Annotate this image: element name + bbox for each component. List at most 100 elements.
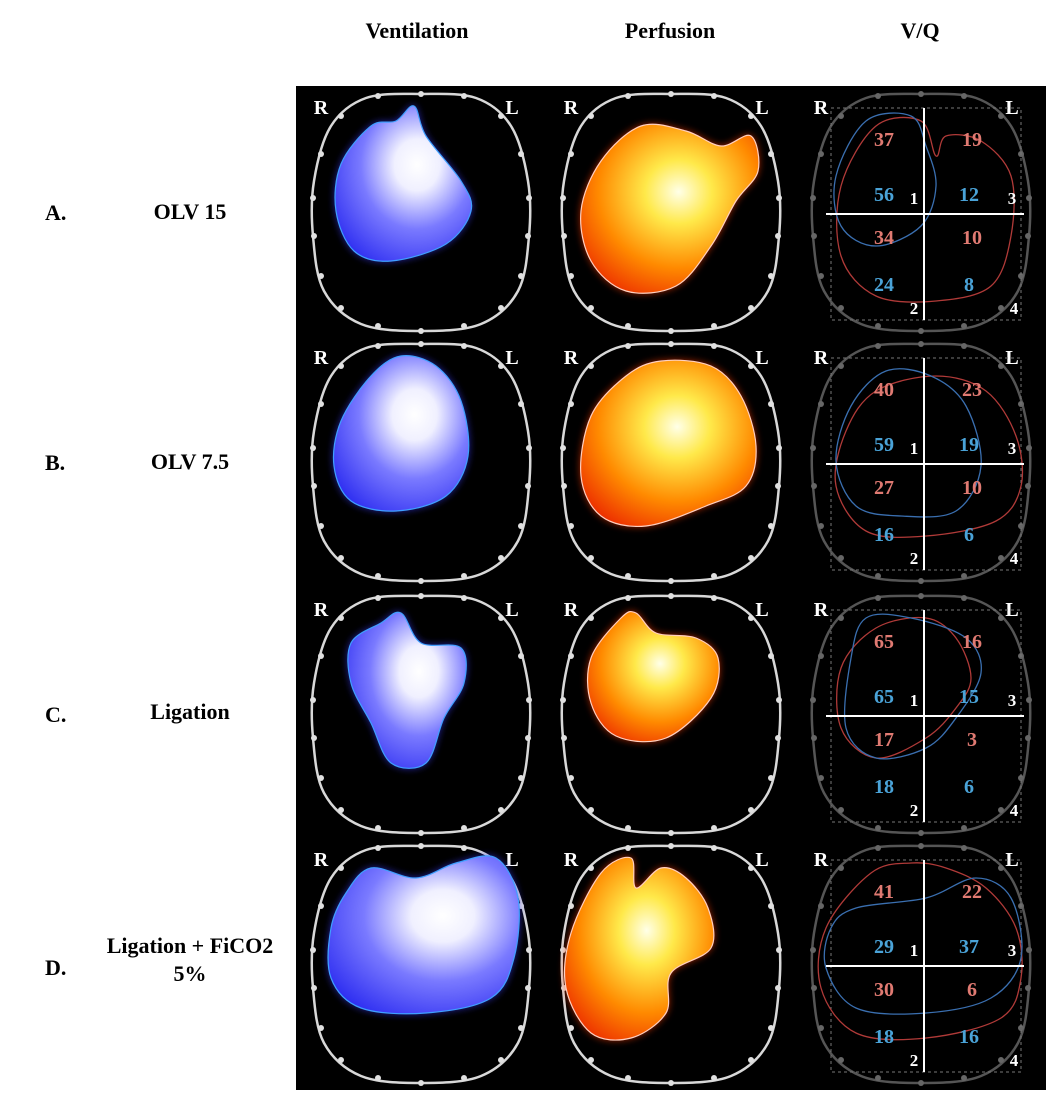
electrode-dot [1018, 273, 1024, 279]
electrode-dot [748, 555, 754, 561]
electrode-dot [498, 615, 504, 621]
electrode-dot [461, 573, 467, 579]
electrode-dot [961, 825, 967, 831]
electrode-dot [568, 273, 574, 279]
electrode-dot [525, 985, 531, 991]
electrode-dot [776, 697, 782, 703]
electrode-dot [918, 1080, 924, 1086]
vq-perfusion-value-lower-right: 6 [967, 979, 977, 1001]
electrode-dot [588, 1057, 594, 1063]
electrode-dot [668, 1080, 674, 1086]
electrode-dot [418, 593, 424, 599]
electrode-dot [918, 341, 924, 347]
electrode-dot [1025, 483, 1031, 489]
vq-ventilation-value-upper-right: 15 [959, 686, 979, 708]
electrode-dot [1026, 947, 1032, 953]
electrode-dot [818, 1025, 824, 1031]
electrode-dot [568, 1025, 574, 1031]
electrode-dot [338, 865, 344, 871]
electrode-dot [375, 343, 381, 349]
electrode-dot [1025, 233, 1031, 239]
electrode-dot [568, 523, 574, 529]
electrode-dot [776, 445, 782, 451]
electrode-dot [811, 483, 817, 489]
vq-ventilation-value-upper-left: 29 [874, 936, 894, 958]
electrode-dot [838, 615, 844, 621]
electrode-dot [918, 91, 924, 97]
electrode-dot [588, 807, 594, 813]
electrode-dot [418, 91, 424, 97]
electrode-dot [461, 343, 467, 349]
left-side-label: L [755, 347, 768, 369]
electrode-dot [498, 555, 504, 561]
electrode-dot [338, 1057, 344, 1063]
electrode-dot [310, 445, 316, 451]
vq-perfusion-value-lower-right: 10 [962, 477, 982, 499]
right-side-label: R [814, 599, 829, 621]
electrode-dot [818, 653, 824, 659]
electrode-dot [560, 947, 566, 953]
vq-ventilation-value-upper-right: 37 [959, 936, 979, 958]
ventilation-region [332, 355, 470, 512]
ventilation-column-header: Ventilation [365, 18, 469, 43]
electrode-dot [1025, 985, 1031, 991]
vq-ventilation-value-lower-right: 6 [964, 524, 974, 546]
electrode-dot [518, 273, 524, 279]
electrode-dot [875, 1075, 881, 1081]
ventilation-region [327, 855, 520, 1015]
electrode-dot [748, 865, 754, 871]
vq-perfusion-value-upper-right: 19 [962, 129, 982, 151]
right-side-label: R [314, 599, 329, 621]
electrode-dot [918, 578, 924, 584]
electrode-dot [998, 305, 1004, 311]
perfusion-region [580, 359, 757, 527]
vq-quadrant-number-3: 3 [1008, 189, 1017, 208]
electrode-dot [318, 1025, 324, 1031]
electrode-dot [625, 1075, 631, 1081]
vq-ventilation-value-lower-left: 18 [874, 776, 894, 798]
right-side-label: R [564, 347, 579, 369]
electrode-dot [518, 523, 524, 529]
vq-ventilation-value-upper-left: 65 [874, 686, 894, 708]
vq-perfusion-value-upper-right: 16 [962, 631, 982, 653]
electrode-dot [998, 555, 1004, 561]
electrode-dot [418, 843, 424, 849]
electrode-dot [818, 775, 824, 781]
vq-perfusion-contour [836, 616, 972, 759]
electrode-dot [561, 735, 567, 741]
electrode-dot [768, 653, 774, 659]
electrode-dot [875, 343, 881, 349]
row-c-label: Ligation [150, 699, 230, 724]
electrode-dot [811, 985, 817, 991]
electrode-dot [498, 305, 504, 311]
electrode-dot [338, 555, 344, 561]
electrode-dot [768, 273, 774, 279]
vq-ventilation-contour [833, 112, 937, 247]
electrode-dot [625, 573, 631, 579]
left-side-label: L [755, 849, 768, 871]
vq-quadrant-number-1: 1 [910, 189, 919, 208]
electrode-dot [818, 523, 824, 529]
electrode-dot [625, 595, 631, 601]
vq-perfusion-value-lower-left: 17 [874, 729, 894, 751]
row-a-label: OLV 15 [153, 199, 227, 224]
electrode-dot [711, 323, 717, 329]
left-side-label: L [505, 347, 518, 369]
vq-quadrant-number-1: 1 [910, 941, 919, 960]
vq-perfusion-value-upper-left: 65 [874, 631, 894, 653]
vq-ventilation-value-upper-right: 12 [959, 184, 979, 206]
vq-perfusion-value-upper-left: 37 [874, 129, 894, 151]
electrode-dot [775, 735, 781, 741]
electrode-dot [818, 401, 824, 407]
right-side-label: R [314, 849, 329, 871]
left-side-label: L [755, 599, 768, 621]
electrode-dot [711, 595, 717, 601]
vq-perfusion-contour [834, 375, 1024, 539]
electrode-dot [668, 578, 674, 584]
vq-perfusion-value-upper-right: 23 [962, 379, 982, 401]
electrode-dot [711, 573, 717, 579]
perfusion-region [580, 123, 760, 294]
